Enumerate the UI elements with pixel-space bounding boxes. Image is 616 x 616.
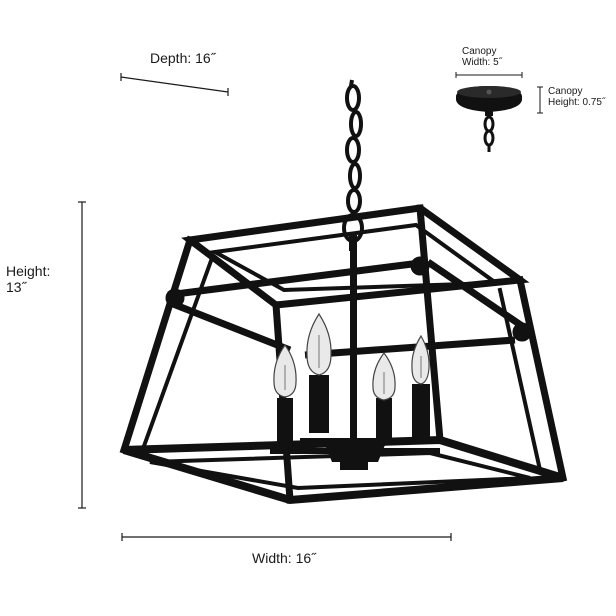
mid-crossbars [165, 256, 532, 359]
width-label: Width: 16˝ [252, 550, 316, 566]
candle-sleeves [277, 375, 430, 448]
depth-label: Depth: 16˝ [150, 50, 216, 66]
canopy-height-label: Canopy [548, 86, 583, 97]
canopy-height-value: Height: 0.75˝ [548, 97, 606, 108]
height-label: Height: [6, 263, 51, 279]
canopy-width-value: Width: 5˝ [462, 57, 503, 68]
height-dimension-line [78, 201, 86, 509]
canopy-width-dimension-line [455, 72, 523, 78]
width-dimension-line [121, 533, 452, 541]
side-uprights [119, 204, 568, 504]
ceiling-canopy-icon [456, 86, 522, 152]
canopy-width-label: Canopy [462, 46, 497, 57]
depth-dimension-line [120, 73, 229, 96]
height-value: 13˝ [6, 279, 27, 295]
candle-cluster [270, 250, 440, 470]
bulb-filaments [284, 335, 422, 394]
pendant-lantern-icon [119, 79, 568, 505]
canopy-height-dimension-line [537, 86, 543, 114]
